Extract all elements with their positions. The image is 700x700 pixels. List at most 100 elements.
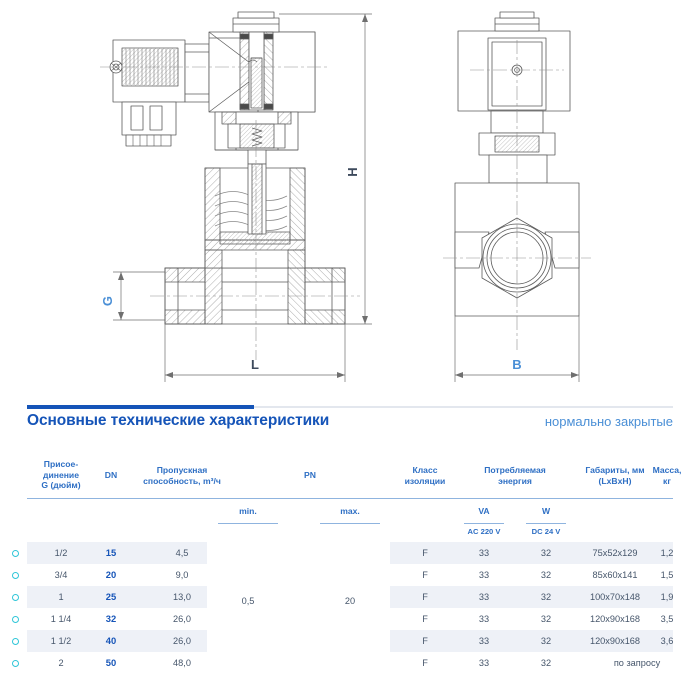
- cell-dims: 120x90x168: [589, 614, 641, 624]
- armature-nut: [232, 11, 280, 33]
- cell-dims: 85x60x141: [592, 570, 638, 580]
- cell-dims: 120x90x168: [589, 636, 641, 646]
- row-bullet-icon: [12, 593, 19, 601]
- cell-insulation: F: [422, 592, 428, 602]
- cell-va: 33: [478, 592, 490, 602]
- table-subheader-row: min. max. VA W AC 220 V DC 24 V: [0, 498, 700, 542]
- subheader-pn-min: min.: [239, 506, 257, 516]
- cell-insulation: F: [422, 636, 428, 646]
- dimension-l: [164, 324, 346, 382]
- valve-bonnet: [214, 111, 299, 165]
- row-stripe-right: [390, 630, 673, 652]
- spec-title-row: Основные технические характеристики норм…: [0, 412, 700, 438]
- header-flow-line1: Пропускная: [156, 465, 208, 475]
- header-dn: DN: [104, 470, 118, 480]
- pn-max-value: 20: [344, 596, 356, 606]
- valve-body: [164, 163, 346, 325]
- cell-flow: 26,0: [173, 636, 191, 646]
- header-power: Потребляемая энергия: [462, 465, 568, 486]
- header-insulation: Класс изоляции: [390, 465, 460, 486]
- cell-dn: 15: [105, 547, 117, 558]
- header-flow: Пропускная способность, m³/ч: [127, 465, 237, 486]
- cell-va: 33: [478, 614, 490, 624]
- header-mass: Масса, кг: [645, 465, 689, 486]
- row-stripe-left: [27, 542, 207, 564]
- subheader-rule-w: [526, 523, 566, 525]
- spec-subtitle: нормально закрытые: [544, 414, 673, 429]
- header-connection-line1: Присое-: [43, 459, 79, 469]
- cell-flow: 48,0: [173, 658, 191, 668]
- cell-connection: 1 1/2: [50, 636, 72, 646]
- cell-insulation: F: [422, 658, 428, 668]
- cell-w: 32: [540, 636, 552, 646]
- row-bullet-icon: [12, 549, 19, 557]
- page-title: Основные технические характеристики: [27, 412, 330, 429]
- row-stripe-right: [390, 542, 673, 564]
- cell-dn: 25: [105, 591, 117, 602]
- cell-connection: 3/4: [54, 570, 68, 580]
- valve-section-view: [100, 11, 360, 360]
- subheader-w: W: [541, 506, 551, 516]
- specifications-table: Присое- динение G (дюйм) DN Пропускная с…: [0, 445, 700, 674]
- cell-dn: 40: [105, 635, 117, 646]
- dimension-label-h: H: [345, 167, 360, 176]
- dimension-g: [113, 271, 165, 321]
- cell-dims: по запросу: [613, 658, 661, 668]
- cell-va: 33: [478, 636, 490, 646]
- cell-va: 33: [478, 658, 490, 668]
- technical-drawing: H L G B: [100, 11, 591, 382]
- row-bullet-icon: [12, 571, 19, 579]
- header-flow-line2: способность, m³/ч: [143, 475, 221, 486]
- dimension-label-g: G: [100, 296, 115, 306]
- din-connector: [109, 39, 210, 147]
- cell-va: 33: [478, 548, 490, 558]
- specifications-section: Основные технические характеристики норм…: [0, 400, 700, 700]
- valve-drawing-svg: H L G B: [100, 11, 591, 382]
- header-mass-line1: Масса,: [652, 465, 682, 475]
- header-insulation-line2: изоляции: [404, 475, 446, 486]
- cell-dn: 20: [105, 569, 117, 580]
- cell-w: 32: [540, 548, 552, 558]
- subheader-w-unit: DC 24 V: [531, 527, 561, 536]
- row-stripe-left: [27, 630, 207, 652]
- pn-min-value: 0,5: [241, 596, 255, 606]
- title-accent-bar: [27, 405, 254, 409]
- header-connection-line3: G (дюйм): [41, 480, 81, 490]
- row-bullet-icon: [12, 659, 19, 667]
- dimension-b: [454, 316, 580, 382]
- cell-va: 33: [478, 570, 490, 580]
- cell-flow: 4,5: [175, 548, 189, 558]
- cell-connection: 1/2: [54, 548, 68, 558]
- header-connection: Присое- динение G (дюйм): [27, 459, 95, 491]
- header-pn: PN: [304, 470, 316, 480]
- cell-mass: 1,5: [660, 570, 674, 580]
- subheader-rule-max: [320, 523, 380, 525]
- subheader-pn-max: max.: [340, 506, 360, 516]
- cell-mass: 3,5: [660, 614, 674, 624]
- cell-dims: 75x52x129: [592, 548, 638, 558]
- dimension-h: [279, 13, 372, 325]
- cell-connection: 1: [58, 592, 64, 602]
- cell-dn: 32: [105, 613, 117, 624]
- cell-w: 32: [540, 658, 552, 668]
- row-bullet-icon: [12, 637, 19, 645]
- row-stripe-left: [27, 586, 207, 608]
- subheader-rule-min: [218, 523, 278, 525]
- row-bullet-icon: [12, 615, 19, 623]
- cell-mass: 1,9: [660, 592, 674, 602]
- header-power-line1: Потребляемая: [484, 465, 546, 475]
- header-power-line2: энергия: [498, 475, 532, 486]
- header-divider-rule: [27, 498, 673, 500]
- cell-w: 32: [540, 570, 552, 580]
- cell-connection: 1 1/4: [50, 614, 72, 624]
- dimension-label-l: L: [251, 357, 259, 372]
- header-mass-line2: кг: [663, 475, 671, 486]
- header-connection-line2: динение: [43, 469, 79, 480]
